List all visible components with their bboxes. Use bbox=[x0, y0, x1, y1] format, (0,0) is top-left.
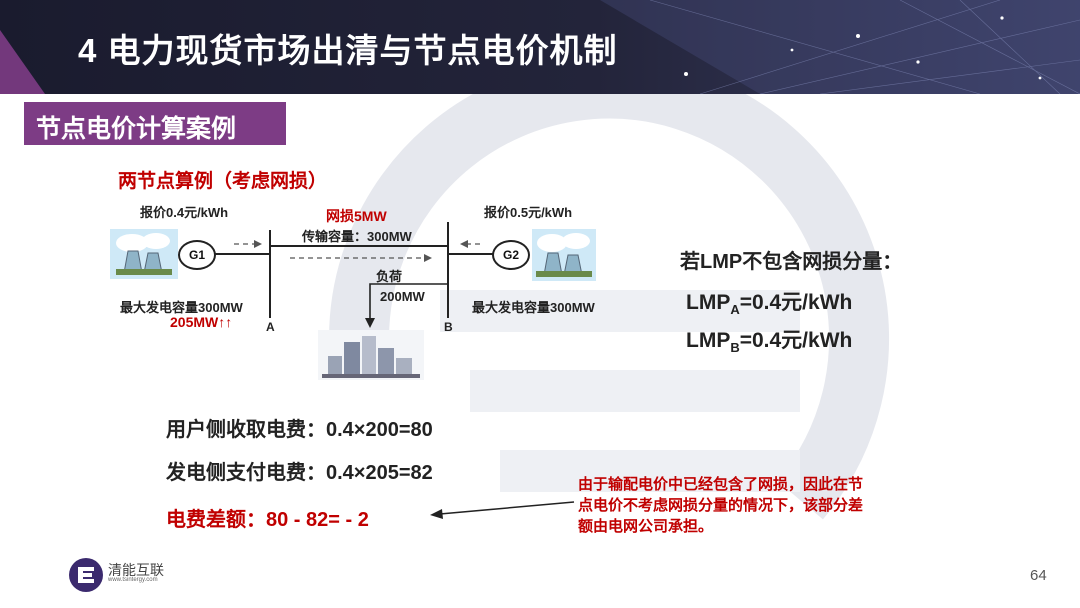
header-background bbox=[0, 0, 1080, 94]
diagram-heading: 两节点算例（考虑网损） bbox=[118, 171, 328, 192]
slide-title: 4 电力现货市场出清与节点电价机制 bbox=[78, 32, 618, 69]
load-label: 负荷 bbox=[376, 269, 403, 284]
g1-capacity: 最大发电容量300MW bbox=[120, 300, 243, 315]
generator-g2: G2 bbox=[492, 240, 530, 270]
arrow-head bbox=[460, 240, 468, 248]
company-logo-icon bbox=[69, 558, 103, 592]
node-a-label: A bbox=[266, 320, 275, 334]
arrow-head bbox=[254, 240, 262, 248]
g1-price: 报价0.4元/kWh bbox=[140, 205, 229, 220]
load-value: 200MW bbox=[380, 289, 425, 304]
g1-output: 205MW↑↑ bbox=[170, 314, 233, 330]
subtitle-bar bbox=[24, 102, 286, 145]
line-loss: 网损5MW bbox=[326, 208, 387, 224]
load-branch-line bbox=[369, 283, 448, 320]
power-plant-g1-icon bbox=[110, 229, 178, 279]
city-load-icon bbox=[318, 330, 424, 380]
note-pointer-line bbox=[439, 501, 575, 515]
note-pointer-arrow-head bbox=[430, 509, 443, 519]
explanation-note: 由于输配电价中已经包含了网损，因此在节 点电价不考虑网损分量的情况下，该部分差 … bbox=[578, 476, 864, 535]
node-b-label: B bbox=[444, 320, 453, 334]
slide-subtitle: 节点电价计算案例 bbox=[36, 115, 237, 143]
power-plant-g2-icon bbox=[532, 229, 596, 281]
generator-g1: G1 bbox=[178, 240, 216, 270]
fee-difference: 电费差额：80 - 82= - 2 bbox=[166, 509, 369, 531]
lmp-heading: 若LMP不包含网损分量： bbox=[680, 251, 903, 273]
g2-capacity: 最大发电容量300MW bbox=[472, 300, 595, 315]
lmp-a: LMPA=0.4元/kWh bbox=[686, 291, 853, 318]
gen-fee-calc: 发电侧支付电费：0.4×205=82 bbox=[166, 462, 433, 484]
page-number: 64 bbox=[1030, 567, 1047, 584]
company-url: www.tsintergy.com bbox=[108, 577, 158, 583]
lmp-b: LMPB=0.4元/kWh bbox=[686, 329, 853, 356]
g2-price: 报价0.5元/kWh bbox=[484, 205, 573, 220]
header-banner: 4 电力现货市场出清与节点电价机制 bbox=[0, 0, 1080, 94]
load-arrow-head bbox=[365, 318, 375, 328]
line-capacity: 传输容量：300MW bbox=[302, 229, 412, 244]
company-name: 清能互联 bbox=[108, 562, 164, 578]
user-fee-calc: 用户侧收取电费：0.4×200=80 bbox=[166, 419, 433, 441]
arrow-head bbox=[424, 254, 432, 262]
